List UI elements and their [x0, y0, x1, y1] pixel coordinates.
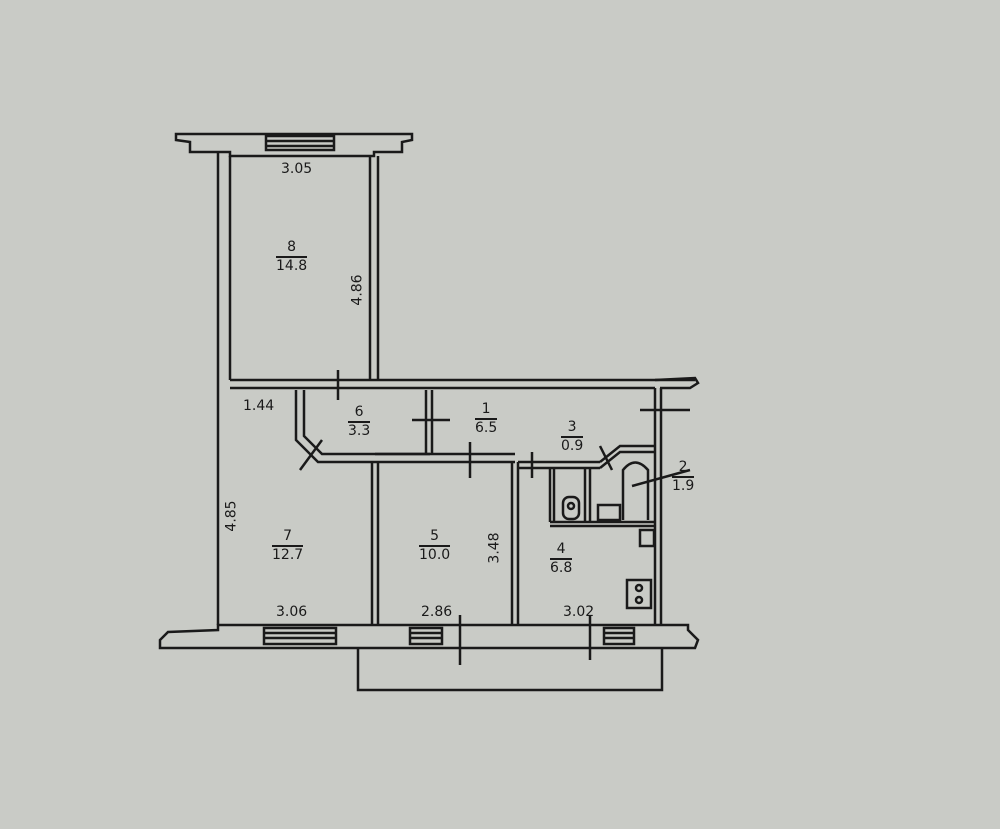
- dimension-room7-length: 4.85: [223, 500, 240, 532]
- room-number: 7: [272, 529, 304, 547]
- dimension-room7-width: 3.06: [276, 604, 308, 620]
- top-wall-cornice: [174, 132, 414, 158]
- dimension-room8-width: 3.05: [281, 161, 313, 177]
- room-number: 8: [276, 240, 308, 258]
- room-number: 4: [550, 542, 573, 560]
- room-4-label: 4 6.8: [550, 542, 573, 576]
- room-area: 10.0: [419, 546, 451, 563]
- bottom-wall-cornice: [158, 623, 700, 650]
- room-area: 14.8: [276, 257, 308, 274]
- window-room8: [264, 134, 336, 152]
- dimension-room5-length: 3.48: [486, 532, 503, 564]
- room-number: 3: [561, 420, 584, 438]
- room-number: 6: [348, 405, 371, 423]
- room-7-label: 7 12.7: [272, 529, 304, 563]
- window-room4: [602, 626, 636, 646]
- room-3-label: 3 0.9: [561, 420, 584, 454]
- room-area: 12.7: [272, 546, 304, 563]
- room-area: 0.9: [561, 437, 584, 454]
- dimension-room5-width: 2.86: [421, 604, 453, 620]
- room-area: 1.9: [672, 477, 695, 494]
- room-area: 3.3: [348, 422, 371, 439]
- room-area: 6.8: [550, 559, 573, 576]
- window-room5: [408, 626, 444, 646]
- window-room7: [262, 626, 338, 646]
- room-number: 5: [419, 529, 451, 547]
- dimension-corridor-width: 1.44: [243, 398, 275, 414]
- room-number: 2: [672, 460, 695, 478]
- room-2-label: 2 1.9: [672, 460, 695, 494]
- balcony: [356, 648, 664, 692]
- room-5-label: 5 10.0: [419, 529, 451, 563]
- room-number: 1: [475, 402, 498, 420]
- dimension-room8-length: 4.86: [349, 274, 366, 306]
- room-6-label: 6 3.3: [348, 405, 371, 439]
- room-1-label: 1 6.5: [475, 402, 498, 436]
- dimension-room4-width: 3.02: [563, 604, 595, 620]
- room-area: 6.5: [475, 419, 498, 436]
- room-8-label: 8 14.8: [276, 240, 308, 274]
